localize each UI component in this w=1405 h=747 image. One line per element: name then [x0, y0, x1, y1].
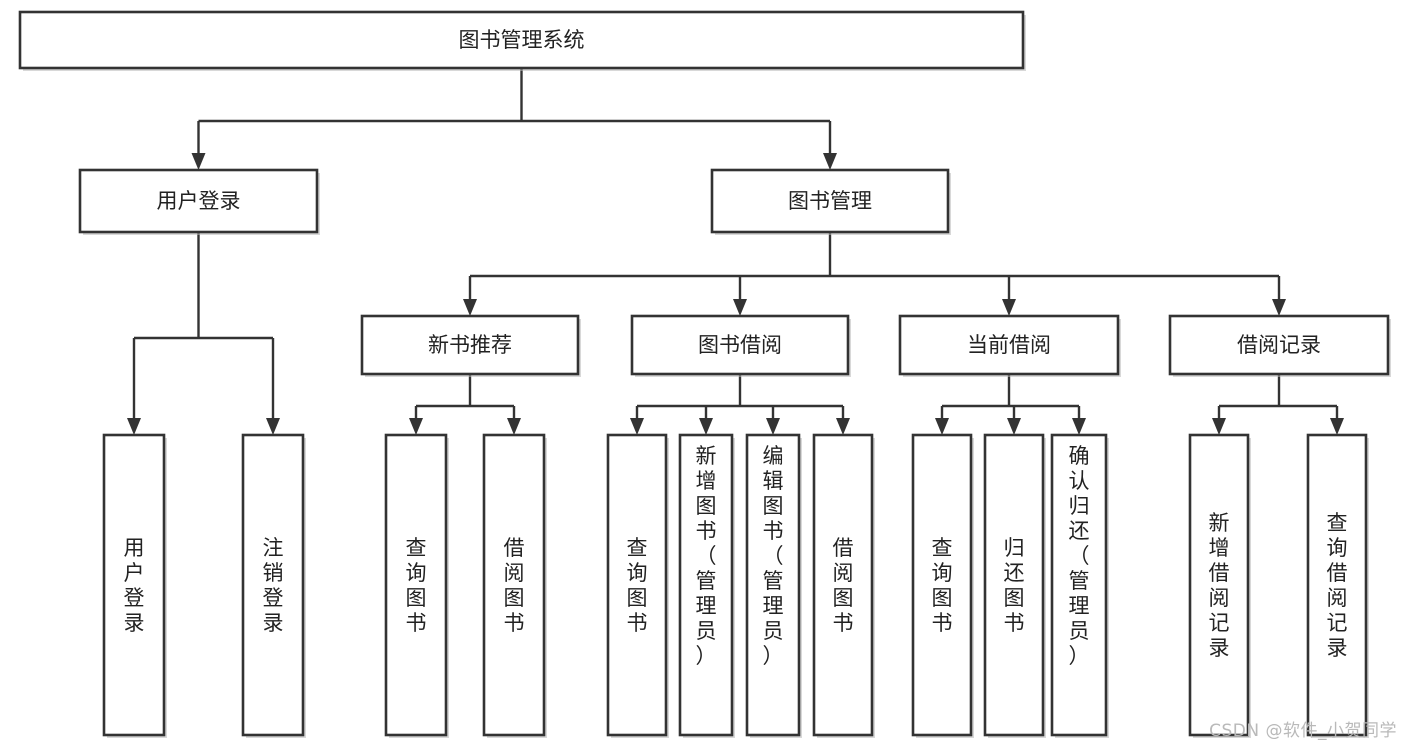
arrow-head	[935, 418, 949, 435]
arrow-head	[836, 418, 850, 435]
arrow-head	[127, 418, 141, 435]
node-leaf-query-book-rec[interactable]: 查询图书	[384, 433, 449, 738]
node-box[interactable]	[18, 10, 1025, 70]
node-leaf-confirm-return[interactable]: 确认归还（管理员）	[1050, 433, 1109, 738]
node-label: 新增图书（管理员）	[696, 444, 717, 668]
node-box[interactable]	[1168, 314, 1390, 376]
node-root[interactable]: 图书管理系统	[18, 10, 1026, 71]
node-label: 新增借阅记录	[1209, 511, 1230, 660]
node-leaf-user-logout[interactable]: 注销登录	[241, 433, 306, 738]
arrow-head	[1072, 418, 1086, 435]
node-box[interactable]	[102, 433, 166, 737]
node-leaf-query-book-borrow[interactable]: 查询图书	[606, 433, 669, 738]
node-label: 图书管理	[788, 189, 872, 213]
node-user-login[interactable]: 用户登录	[78, 168, 320, 235]
node-box[interactable]	[606, 433, 668, 737]
connector-layer	[127, 68, 1344, 435]
node-label: 查询图书	[406, 536, 427, 635]
node-label: 注销登录	[263, 536, 284, 635]
edges-from-borrow-record	[1212, 374, 1344, 435]
node-box[interactable]	[678, 433, 734, 737]
node-label: 查询图书	[627, 536, 648, 635]
arrow-head	[630, 418, 644, 435]
node-leaf-user-login[interactable]: 用户登录	[102, 433, 167, 738]
arrow-head	[463, 299, 477, 316]
node-label: 用户登录	[124, 536, 145, 635]
node-label: 借阅记录	[1237, 333, 1321, 357]
node-box[interactable]	[1306, 433, 1368, 737]
node-current-borrow[interactable]: 当前借阅	[898, 314, 1121, 377]
node-leaf-query-book-cur[interactable]: 查询图书	[911, 433, 974, 738]
arrow-head	[507, 418, 521, 435]
arrow-head	[733, 299, 747, 316]
arrow-head	[1002, 299, 1016, 316]
node-borrow-record[interactable]: 借阅记录	[1168, 314, 1391, 377]
node-leaf-borrow-book-rec[interactable]: 借阅图书	[482, 433, 547, 738]
edges-from-root	[191, 68, 837, 170]
node-label: 编辑图书（管理员）	[763, 444, 784, 668]
node-box[interactable]	[78, 168, 319, 234]
node-leaf-return-book[interactable]: 归还图书	[983, 433, 1046, 738]
node-label: 图书管理系统	[459, 28, 585, 52]
node-leaf-edit-book[interactable]: 编辑图书（管理员）	[745, 433, 802, 738]
node-label: 借阅图书	[504, 536, 525, 635]
edges-from-new-book-rec	[409, 374, 521, 435]
node-label: 图书借阅	[698, 333, 782, 357]
edges-from-user-login	[127, 232, 280, 435]
node-box[interactable]	[983, 433, 1045, 737]
node-label: 新书推荐	[428, 333, 512, 357]
node-box[interactable]	[1188, 433, 1250, 737]
node-box[interactable]	[812, 433, 874, 737]
node-box[interactable]	[710, 168, 950, 234]
node-label: 查询借阅记录	[1327, 511, 1348, 660]
node-label: 归还图书	[1004, 536, 1025, 635]
edges-from-book-manage	[463, 232, 1286, 316]
node-book-manage[interactable]: 图书管理	[710, 168, 951, 235]
arrow-head	[266, 418, 280, 435]
node-box[interactable]	[630, 314, 850, 376]
node-box[interactable]	[911, 433, 973, 737]
arrow-head	[1007, 418, 1021, 435]
arrow-head	[191, 153, 206, 170]
node-box[interactable]	[482, 433, 546, 737]
arrow-head	[823, 153, 837, 170]
node-box[interactable]	[360, 314, 580, 376]
node-leaf-add-record[interactable]: 新增借阅记录	[1188, 433, 1251, 738]
arrow-head	[1330, 418, 1344, 435]
arrow-head	[1212, 418, 1226, 435]
edges-from-book-borrow	[630, 374, 850, 435]
node-leaf-borrow-book[interactable]: 借阅图书	[812, 433, 875, 738]
node-label: 用户登录	[157, 189, 241, 213]
node-label: 借阅图书	[833, 536, 854, 635]
node-box[interactable]	[1050, 433, 1108, 737]
node-book-borrow[interactable]: 图书借阅	[630, 314, 851, 377]
edges-from-current-borrow	[935, 374, 1086, 435]
node-label: 查询图书	[932, 536, 953, 635]
node-layer: 图书管理系统用户登录图书管理新书推荐图书借阅当前借阅借阅记录用户登录注销登录查询…	[18, 10, 1391, 738]
arrow-head	[1272, 299, 1286, 316]
node-box[interactable]	[745, 433, 801, 737]
node-leaf-add-book[interactable]: 新增图书（管理员）	[678, 433, 735, 738]
node-leaf-query-record[interactable]: 查询借阅记录	[1306, 433, 1369, 738]
node-box[interactable]	[898, 314, 1120, 376]
node-label: 当前借阅	[967, 333, 1051, 357]
arrow-head	[409, 418, 423, 435]
node-box[interactable]	[384, 433, 448, 737]
node-new-book-rec[interactable]: 新书推荐	[360, 314, 581, 377]
arrow-head	[766, 418, 780, 435]
node-box[interactable]	[241, 433, 305, 737]
arrow-head	[699, 418, 713, 435]
node-label: 确认归还（管理员）	[1069, 444, 1090, 668]
